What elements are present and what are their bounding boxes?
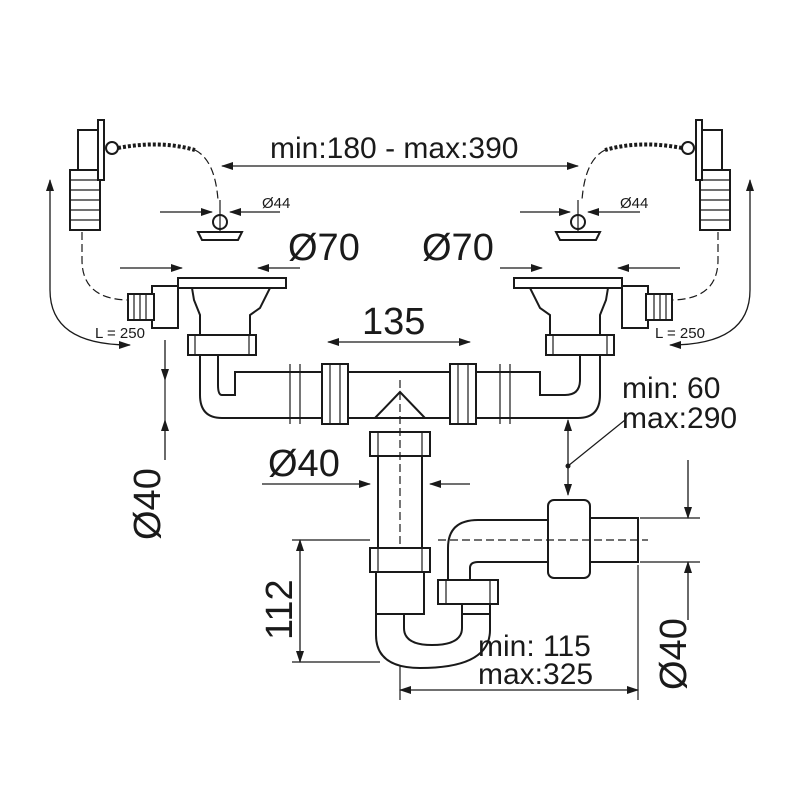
- trap-height-label: 112: [259, 579, 301, 640]
- right-chain-drop: [581, 149, 606, 201]
- side-branch: [438, 499, 648, 581]
- overflow-span-label: min:180 - max:390: [270, 132, 518, 165]
- left-hose-length: L = 250: [95, 325, 145, 342]
- left-outlet-diameter: Ø70: [288, 227, 360, 269]
- right-hose-dashed: [669, 232, 719, 301]
- left-stopper-diameter: Ø44: [262, 195, 290, 212]
- left-hose-arrow: [46, 179, 131, 349]
- right-chain: [604, 142, 683, 152]
- outlet-diameter: Ø40: [653, 618, 695, 690]
- cross-pipe: [199, 354, 601, 425]
- left-stopper: Ø44: [160, 195, 290, 241]
- left-chain: [117, 142, 196, 152]
- left-hose-dashed: [81, 232, 131, 301]
- branch-leader: [567, 419, 626, 467]
- branch-range-max: max:290: [622, 402, 737, 435]
- vertical-drain-pipe: [369, 380, 431, 660]
- vertical-pipe-diameter: Ø40: [268, 443, 340, 485]
- right-stopper-diameter: Ø44: [620, 195, 648, 212]
- pipe-span-label: 135: [362, 301, 425, 343]
- right-hose-arrow: [669, 179, 754, 349]
- right-overflow: [681, 119, 731, 231]
- right-hose-length: L = 250: [655, 325, 705, 342]
- left-waste-outlet: [127, 277, 287, 356]
- right-outlet-diameter: Ø70: [422, 227, 494, 269]
- branch-range-min: min: 60: [622, 372, 720, 405]
- outlet-range-max: max:325: [478, 658, 593, 691]
- left-chain-drop: [194, 149, 219, 201]
- outlet-range-min: min: 115: [478, 630, 591, 663]
- left-pipe-diameter: Ø40: [127, 468, 169, 540]
- left-overflow: [69, 119, 119, 231]
- right-stopper: Ø44: [520, 195, 648, 241]
- u-trap: [375, 579, 499, 670]
- right-waste-outlet: [513, 277, 673, 356]
